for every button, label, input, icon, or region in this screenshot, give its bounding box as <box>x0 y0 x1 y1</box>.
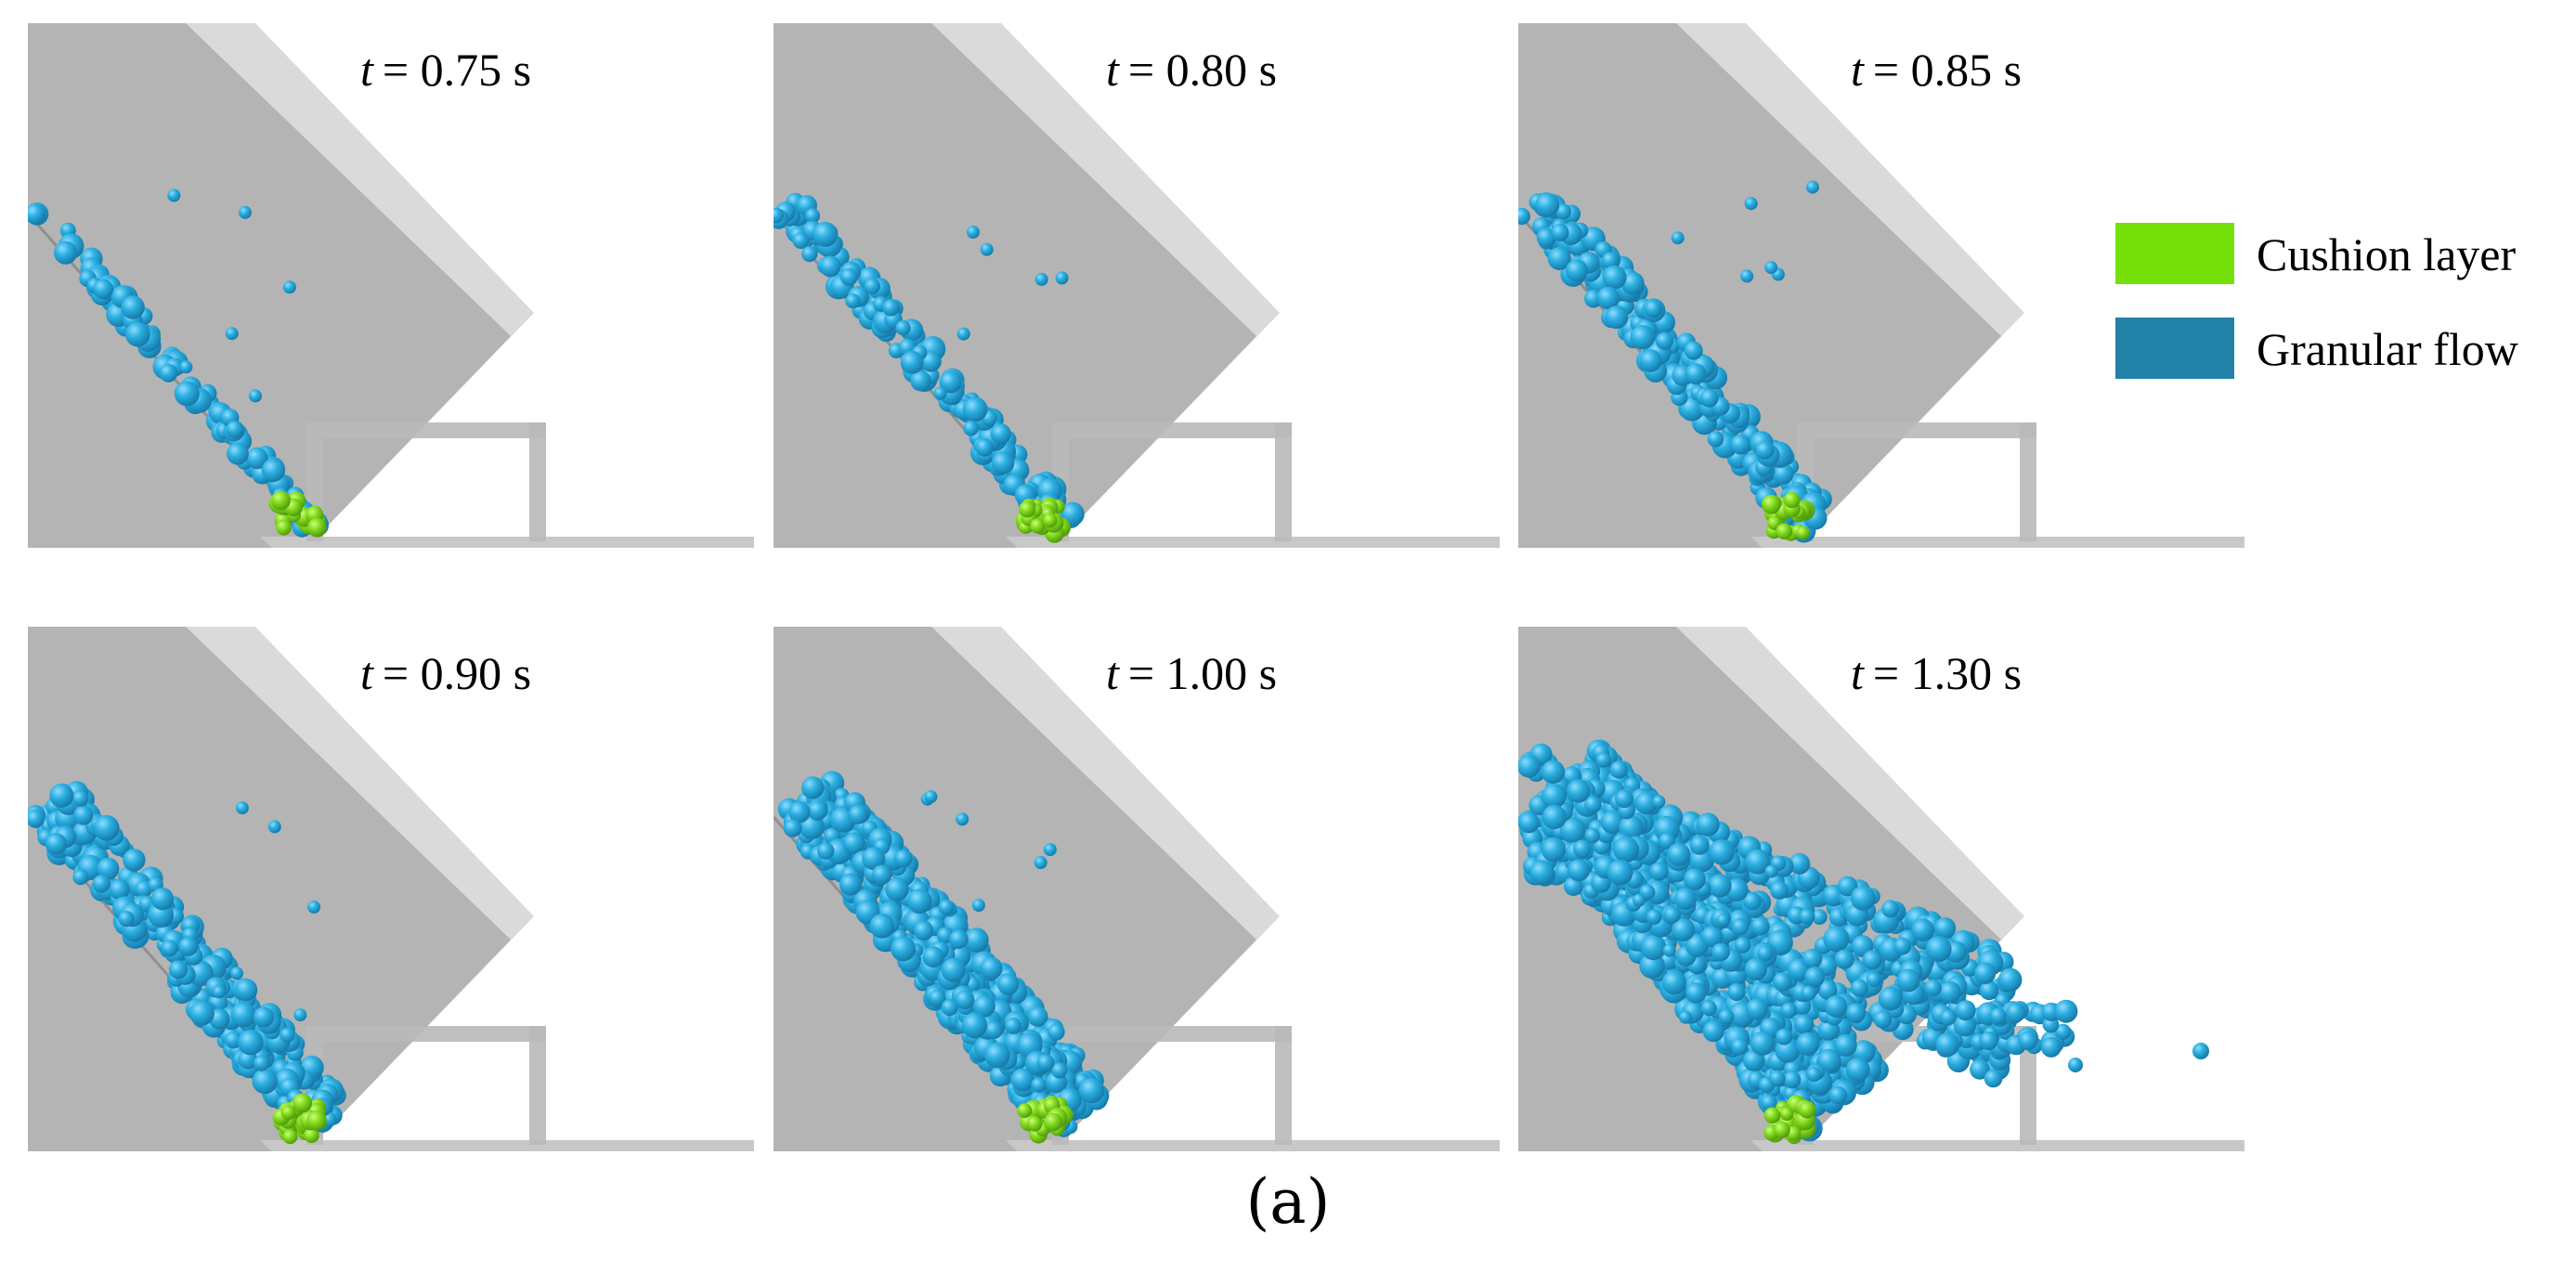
cushion-particles <box>1762 491 1815 541</box>
time-label: t= 1.00 s <box>1106 647 1277 699</box>
time-variable: t <box>360 647 374 699</box>
channel-slab <box>1518 23 2001 548</box>
legend-item-cushion-layer: Cushion layer <box>2115 223 2516 284</box>
time-label: t= 0.75 s <box>360 44 531 96</box>
cushion-particles <box>1015 497 1071 543</box>
ground-slab <box>1006 537 1500 548</box>
snapshot-panel: t= 0.90 s <box>28 627 754 1151</box>
time-value: = 0.85 s <box>1873 44 2022 96</box>
cushion-particles <box>1017 1096 1073 1144</box>
channel-slab <box>28 627 511 1151</box>
legend-label-granular-flow: Granular flow <box>2257 323 2518 375</box>
time-variable: t <box>1851 647 1865 699</box>
legend-swatch-cushion-layer <box>2115 223 2234 284</box>
cushion-particles <box>1763 1095 1816 1145</box>
time-label: t= 0.85 s <box>1851 44 2022 96</box>
legend-swatch-granular-flow <box>2115 318 2234 379</box>
time-label: t= 0.80 s <box>1106 44 1277 96</box>
time-label: t= 1.30 s <box>1851 647 2022 699</box>
cushion-particles <box>268 490 327 538</box>
time-value: = 0.90 s <box>383 647 531 699</box>
time-label: t= 0.90 s <box>360 647 531 699</box>
time-value: = 1.30 s <box>1873 647 2022 699</box>
time-value: = 0.75 s <box>383 44 531 96</box>
ground-slab <box>260 537 754 548</box>
channel-slab <box>28 23 511 548</box>
snapshot-panel: t= 1.00 s <box>774 627 1500 1151</box>
granular-particles <box>777 771 1110 1137</box>
time-value: = 1.00 s <box>1128 647 1277 699</box>
snapshot-panel: t= 0.80 s <box>774 23 1500 548</box>
channel-slab <box>774 23 1256 548</box>
ground-slab <box>1750 537 2244 548</box>
channel-slab <box>774 627 1256 1151</box>
time-variable: t <box>360 44 374 96</box>
figure-caption: (a) <box>1245 1166 1331 1238</box>
legend-item-granular-flow: Granular flow <box>2115 318 2518 379</box>
ground-slab <box>1006 1140 1500 1151</box>
snapshot-panel: t= 1.30 s <box>1518 627 2244 1151</box>
time-variable: t <box>1106 44 1120 96</box>
snapshot-panel: t= 0.75 s <box>28 23 754 548</box>
ground-slab <box>260 1140 754 1151</box>
ground-slab <box>1750 1140 2244 1151</box>
granular-particles <box>1518 180 1832 543</box>
time-value: = 0.80 s <box>1128 44 1277 96</box>
time-variable: t <box>1851 44 1865 96</box>
time-variable: t <box>1106 647 1120 699</box>
legend-label-cushion-layer: Cushion layer <box>2257 228 2516 280</box>
cushion-particles <box>272 1093 327 1145</box>
legend: Cushion layer Granular flow <box>2115 223 2518 379</box>
snapshot-panel: t= 0.85 s <box>1518 23 2244 548</box>
